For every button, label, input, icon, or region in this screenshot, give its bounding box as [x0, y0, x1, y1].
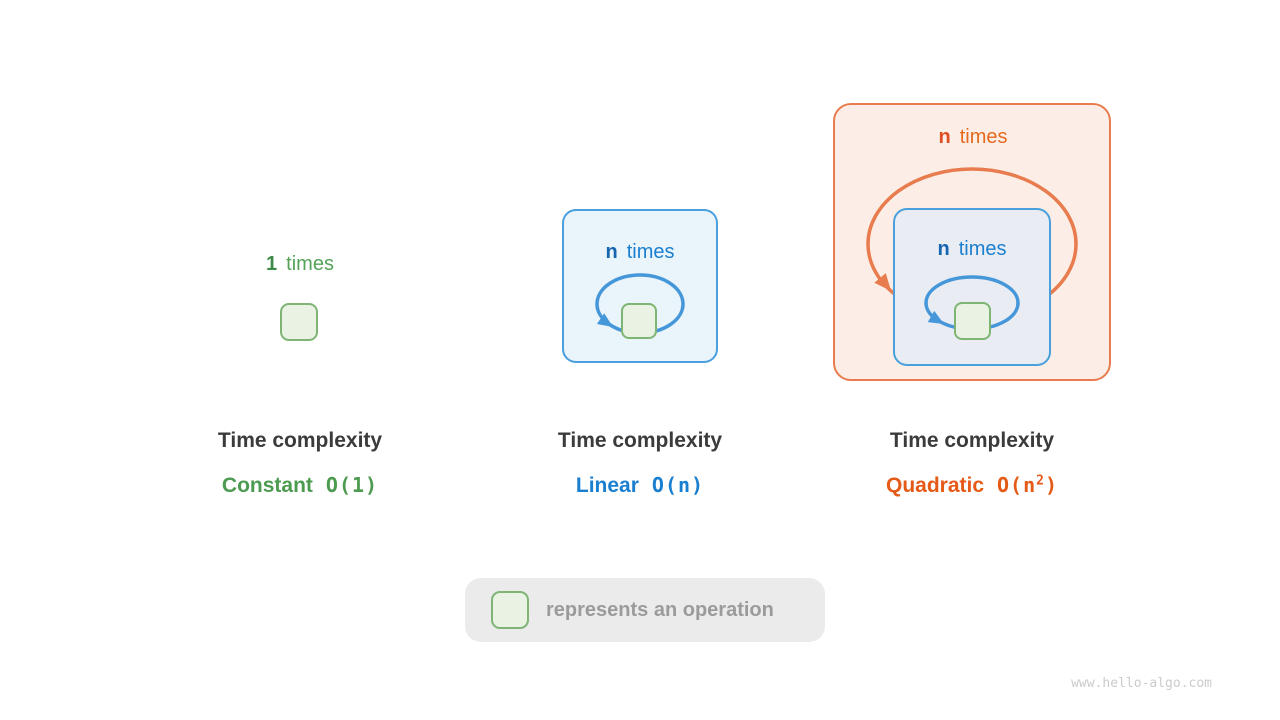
complexity-name: Quadratic [885, 474, 985, 497]
iteration-count: n [938, 126, 951, 148]
big-o-post: ) [1044, 473, 1059, 497]
linear-complexity-value: Linear O(n) [480, 473, 800, 498]
time-complexity-title: Time complexity [217, 429, 383, 452]
complexity-name: Constant [221, 474, 313, 497]
iteration-word: times [958, 238, 1007, 260]
quadratic-inner-iterations-label: n times [812, 237, 1132, 261]
constant-iterations-label: 1 times [140, 252, 460, 276]
big-o-pre: O(n [997, 473, 1037, 497]
operation-box [621, 303, 657, 339]
iteration-count: 1 [266, 253, 278, 275]
linear-iterations-label: n times [480, 240, 800, 264]
quadratic-outer-iterations-label: n times [813, 125, 1133, 149]
big-o-notation: O(n) [651, 473, 705, 497]
iteration-count: n [937, 238, 950, 260]
constant-complexity-value: Constant O(1) [140, 473, 460, 498]
quadratic-inner-panel [893, 208, 1051, 366]
quadratic-complexity-value: Quadratic O(n2) [812, 473, 1132, 498]
iteration-word: times [959, 126, 1008, 148]
iteration-word: times [626, 241, 675, 263]
iteration-word: times [286, 253, 334, 275]
watermark: www.hello-algo.com [1071, 676, 1212, 691]
operation-box [280, 303, 318, 341]
time-complexity-title: Time complexity [889, 429, 1055, 452]
legend: represents an operation [465, 578, 825, 642]
iteration-count: n [605, 241, 618, 263]
big-o-exponent: 2 [1036, 473, 1045, 489]
legend-operation-box [491, 591, 529, 629]
big-o-notation: O(1) [325, 473, 379, 497]
time-complexity-title: Time complexity [557, 429, 723, 452]
operation-box [954, 302, 991, 340]
linear-panel [562, 209, 718, 363]
big-o-notation: O(n2) [997, 473, 1058, 497]
complexity-name: Linear [575, 474, 639, 497]
legend-label: represents an operation [546, 598, 774, 621]
